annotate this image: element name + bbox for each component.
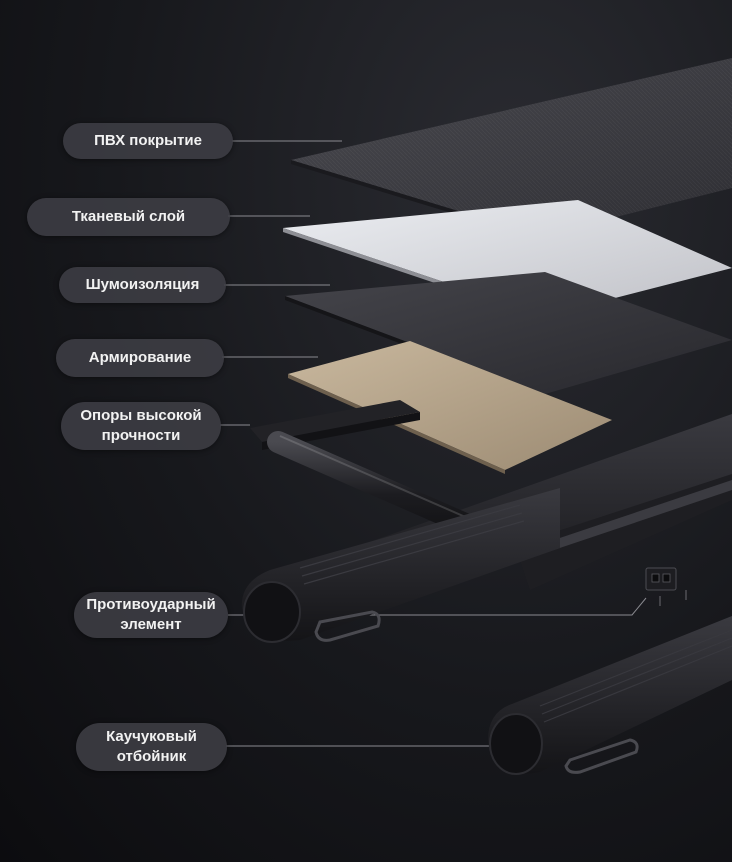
label-bumper-line-1: Каучуковый	[106, 728, 197, 745]
label-reinforcement-text: Армирование	[88, 349, 192, 366]
label-supports-line-1: Опоры высокой	[80, 407, 202, 424]
label-noise-insulation-text: Шумоизоляция	[85, 276, 200, 293]
left-base-rail	[241, 488, 560, 643]
label-rubber-bumper: Каучуковый отбойник	[76, 723, 227, 771]
label-fabric-layer: Тканевый слой	[27, 198, 230, 236]
label-pvc-coating-text: ПВХ покрытие	[94, 132, 202, 149]
label-supports-line-2: прочности	[101, 427, 181, 444]
label-noise-insulation: Шумоизоляция	[59, 267, 226, 303]
label-shock-absorbing-element: Противоударный элемент	[74, 592, 228, 638]
label-high-strength-supports: Опоры высокой прочности	[61, 402, 221, 450]
pvc-coating-layer	[291, 58, 732, 240]
label-fabric-layer-text: Тканевый слой	[71, 208, 186, 225]
label-shock-line-2: элемент	[120, 616, 182, 633]
shock-absorbing-part	[645, 567, 687, 606]
rubber-bumper-rail	[488, 616, 732, 775]
label-pvc-coating: ПВХ покрытие	[63, 123, 233, 159]
label-bumper-line-2: отбойник	[116, 748, 187, 765]
label-shock-line-1: Противоударный	[86, 596, 216, 613]
label-reinforcement: Армирование	[56, 339, 224, 377]
